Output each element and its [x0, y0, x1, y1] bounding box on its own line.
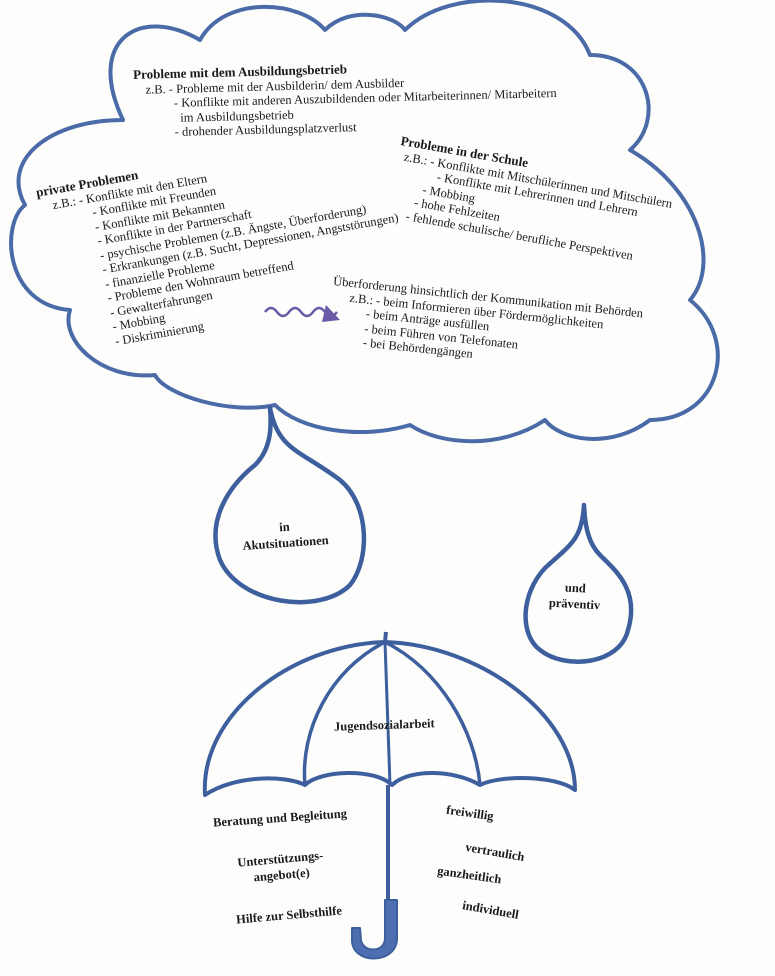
drop-right-label: und präventiv: [534, 578, 616, 614]
umbrella-rib-left: [302, 640, 386, 786]
umbrella-rib-right: [384, 640, 482, 786]
raindrop-right: [523, 502, 634, 664]
arrow-head: [322, 305, 340, 322]
group-ausbildungsbetrieb: Probleme mit dem Ausbildungsbetrieb z.B.…: [133, 57, 558, 141]
umbrella: [202, 631, 577, 960]
problem-cloud: [9, 0, 720, 444]
umbrella-canopy: [202, 640, 577, 797]
umbrella-rib-center: [383, 641, 392, 786]
umbrella-tip: [383, 631, 388, 643]
umbrella-handle: [351, 899, 398, 960]
raindrop-left: [213, 405, 367, 605]
